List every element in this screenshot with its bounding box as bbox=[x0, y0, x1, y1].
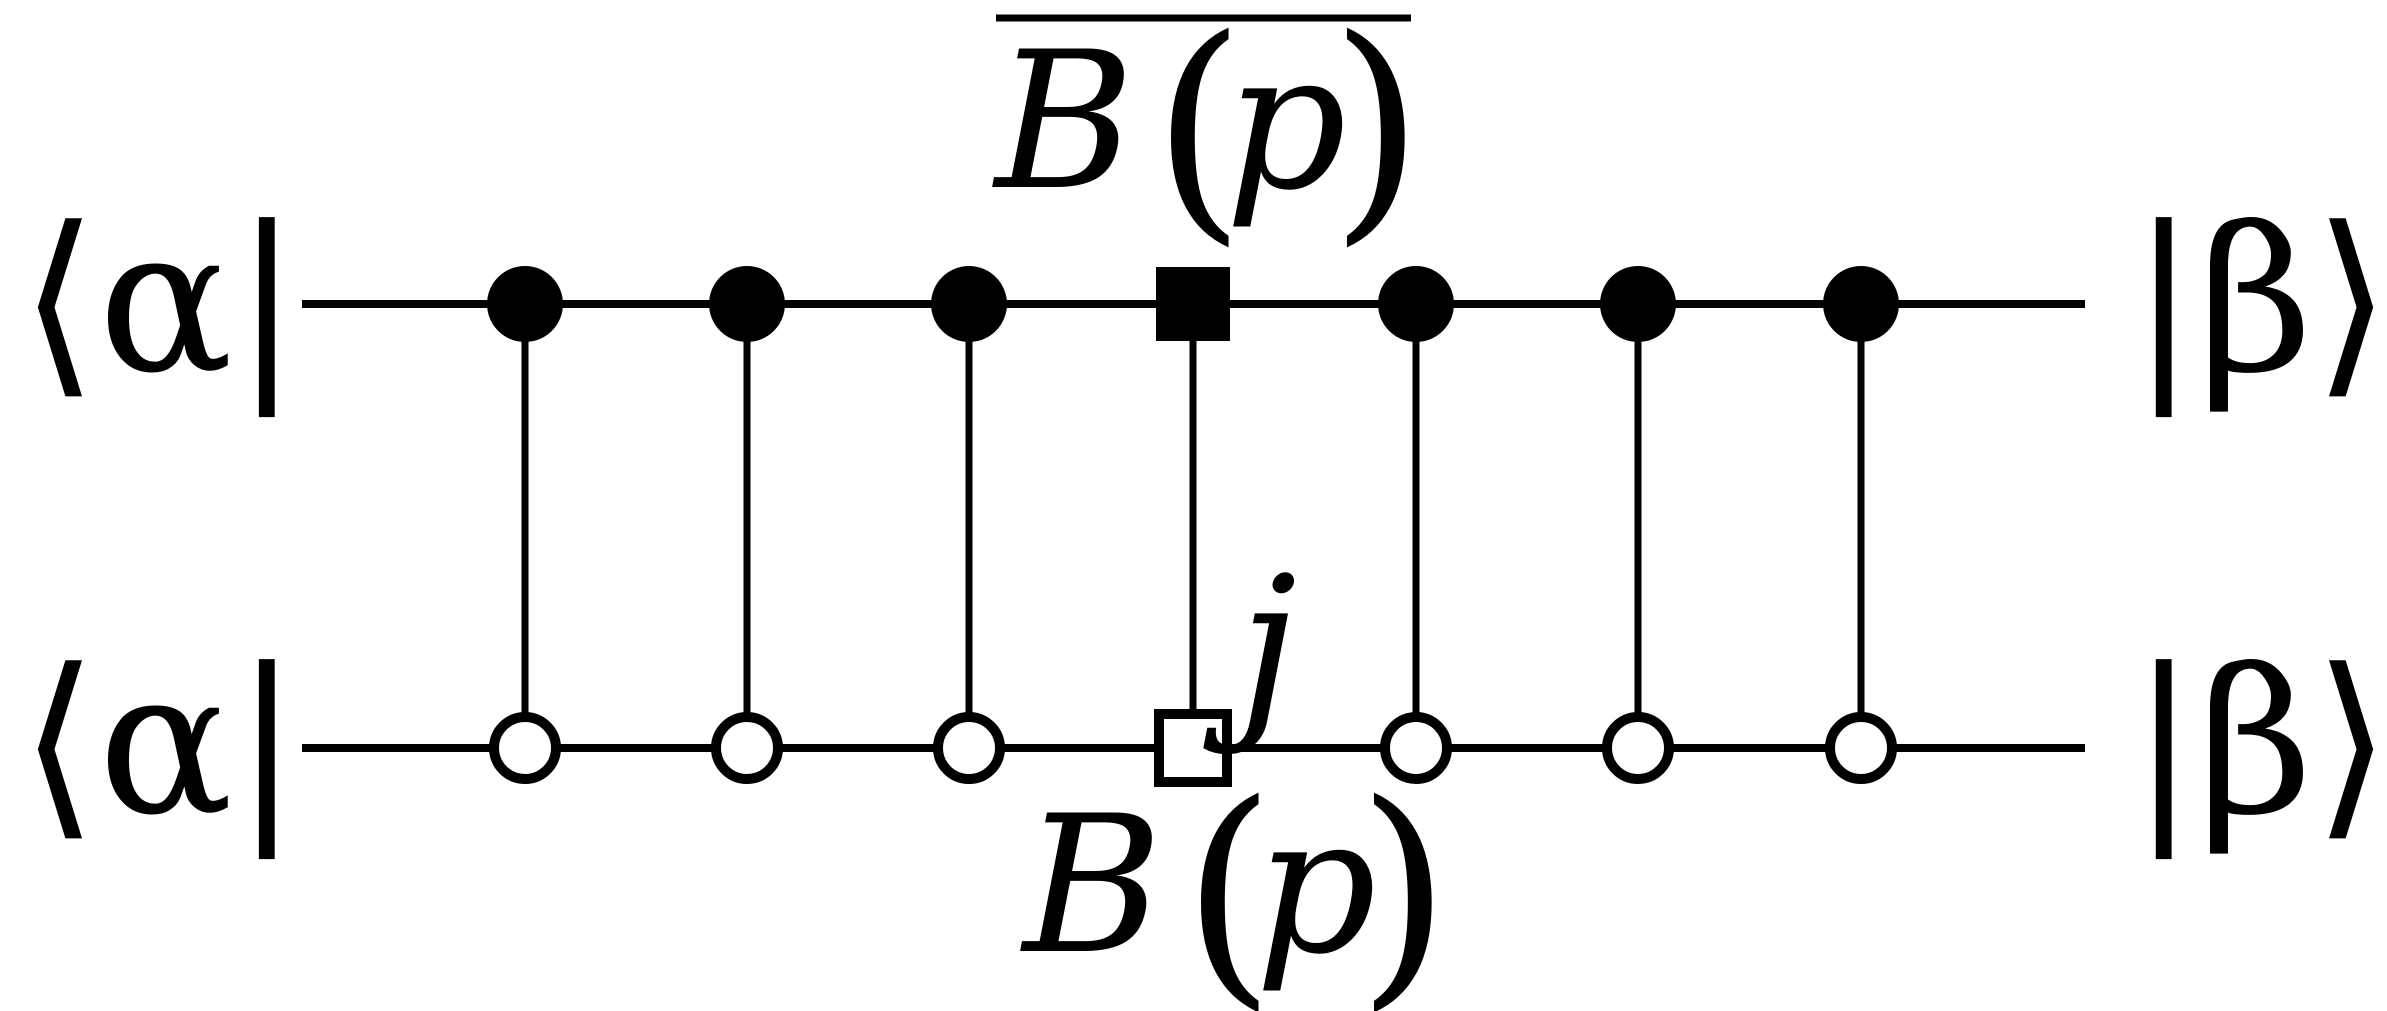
bottom-node-square bbox=[1154, 709, 1232, 787]
bottom-node-open-circle bbox=[489, 712, 561, 784]
top-node-square bbox=[1156, 267, 1230, 341]
top-node-filled-circle bbox=[1378, 266, 1454, 342]
bottom-left-bra-label: ⟨α| bbox=[20, 627, 300, 860]
bottom-operator-symbol: B bbox=[1020, 775, 1163, 996]
top-left-bra-label: ⟨α| bbox=[20, 185, 300, 418]
top-operator-arg: p bbox=[1225, 11, 1347, 232]
top-operator-close-paren: ) bbox=[1330, 0, 1424, 267]
bottom-node-open-circle bbox=[1825, 712, 1897, 784]
bottom-operator-open-paren: ( bbox=[1182, 752, 1276, 1011]
top-right-ket-label: |β⟩ bbox=[2130, 185, 2387, 418]
bottom-operator-label: B ( p ) bbox=[1020, 752, 1451, 1011]
top-node-group bbox=[487, 266, 1899, 342]
bottom-right-ket-label: |β⟩ bbox=[2130, 627, 2387, 860]
bottom-node-open-circle bbox=[1602, 712, 1674, 784]
top-node-filled-circle bbox=[1600, 266, 1676, 342]
top-node-filled-circle bbox=[1823, 266, 1899, 342]
rung-group bbox=[521, 304, 1865, 748]
bottom-node-open-circle bbox=[711, 712, 783, 784]
top-operator-label: B ( p ) bbox=[992, 0, 1424, 267]
bottom-operator-arg: p bbox=[1255, 775, 1377, 996]
top-node-filled-circle bbox=[931, 266, 1007, 342]
top-node-filled-circle bbox=[487, 266, 563, 342]
top-node-filled-circle bbox=[709, 266, 785, 342]
top-operator-symbol: B bbox=[992, 11, 1135, 232]
bottom-node-open-circle bbox=[933, 712, 1005, 784]
bottom-operator-close-paren: ) bbox=[1357, 752, 1451, 1011]
bottom-node-group bbox=[489, 709, 1897, 787]
top-operator-open-paren: ( bbox=[1152, 0, 1246, 267]
bottom-node-open-circle bbox=[1380, 712, 1452, 784]
